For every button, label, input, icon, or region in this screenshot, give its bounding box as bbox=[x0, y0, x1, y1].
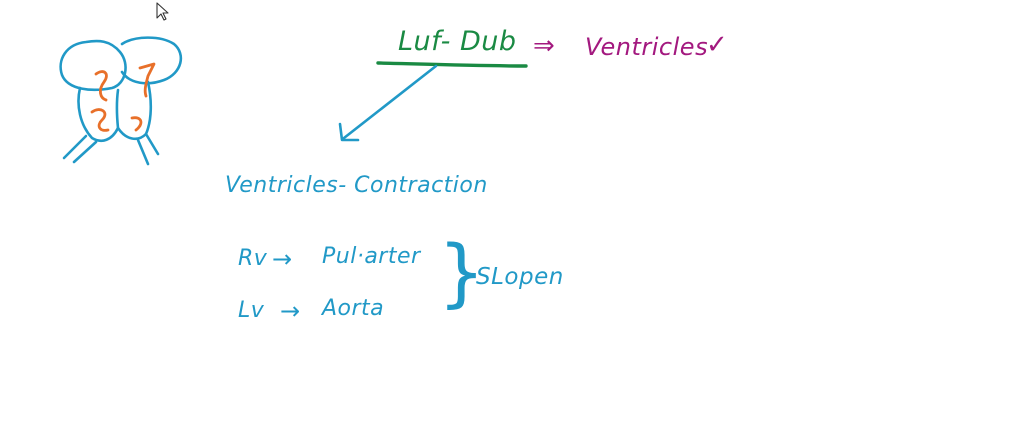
diagonal-arrow-icon bbox=[338, 64, 438, 142]
row-lv-arrow-icon: → bbox=[280, 297, 301, 325]
blood-flow-arrows bbox=[90, 62, 156, 132]
row-rv-to: Pul·arter bbox=[322, 244, 421, 269]
brace-label: SLopen bbox=[476, 264, 564, 290]
flow-arrow-left-upper bbox=[94, 70, 108, 102]
heart-left-atrium bbox=[59, 39, 127, 92]
heart-right-atrium bbox=[120, 36, 183, 85]
flow-arrow-right-lower bbox=[130, 116, 143, 132]
mouse-pointer-icon bbox=[156, 2, 169, 21]
curly-brace-icon: } bbox=[438, 230, 486, 316]
row-lv-from: Lv bbox=[238, 298, 265, 323]
implies-arrow-icon: ⇒ bbox=[533, 31, 556, 61]
heading-result: Ventricles bbox=[585, 33, 709, 61]
subheading-text: Ventricles- Contraction bbox=[225, 173, 488, 198]
heart-vessel-left bbox=[62, 134, 98, 164]
heart-septum bbox=[115, 88, 120, 130]
heart-vessel-right bbox=[136, 132, 160, 166]
row-rv-from: Rv bbox=[238, 246, 268, 271]
row-lv-to: Aorta bbox=[322, 296, 385, 321]
diagonal-arrow-shaft bbox=[342, 64, 438, 140]
heading-underline bbox=[376, 61, 528, 68]
diagonal-arrow-head bbox=[338, 122, 360, 142]
flow-arrow-right-upper bbox=[138, 62, 156, 98]
flow-arrow-left-lower bbox=[90, 108, 110, 132]
check-mark-icon: ✓ bbox=[706, 30, 729, 60]
heart-sketch-icon bbox=[59, 36, 183, 166]
heading-text: Luf- Dub bbox=[398, 26, 517, 57]
row-rv-arrow-icon: → bbox=[272, 245, 293, 273]
